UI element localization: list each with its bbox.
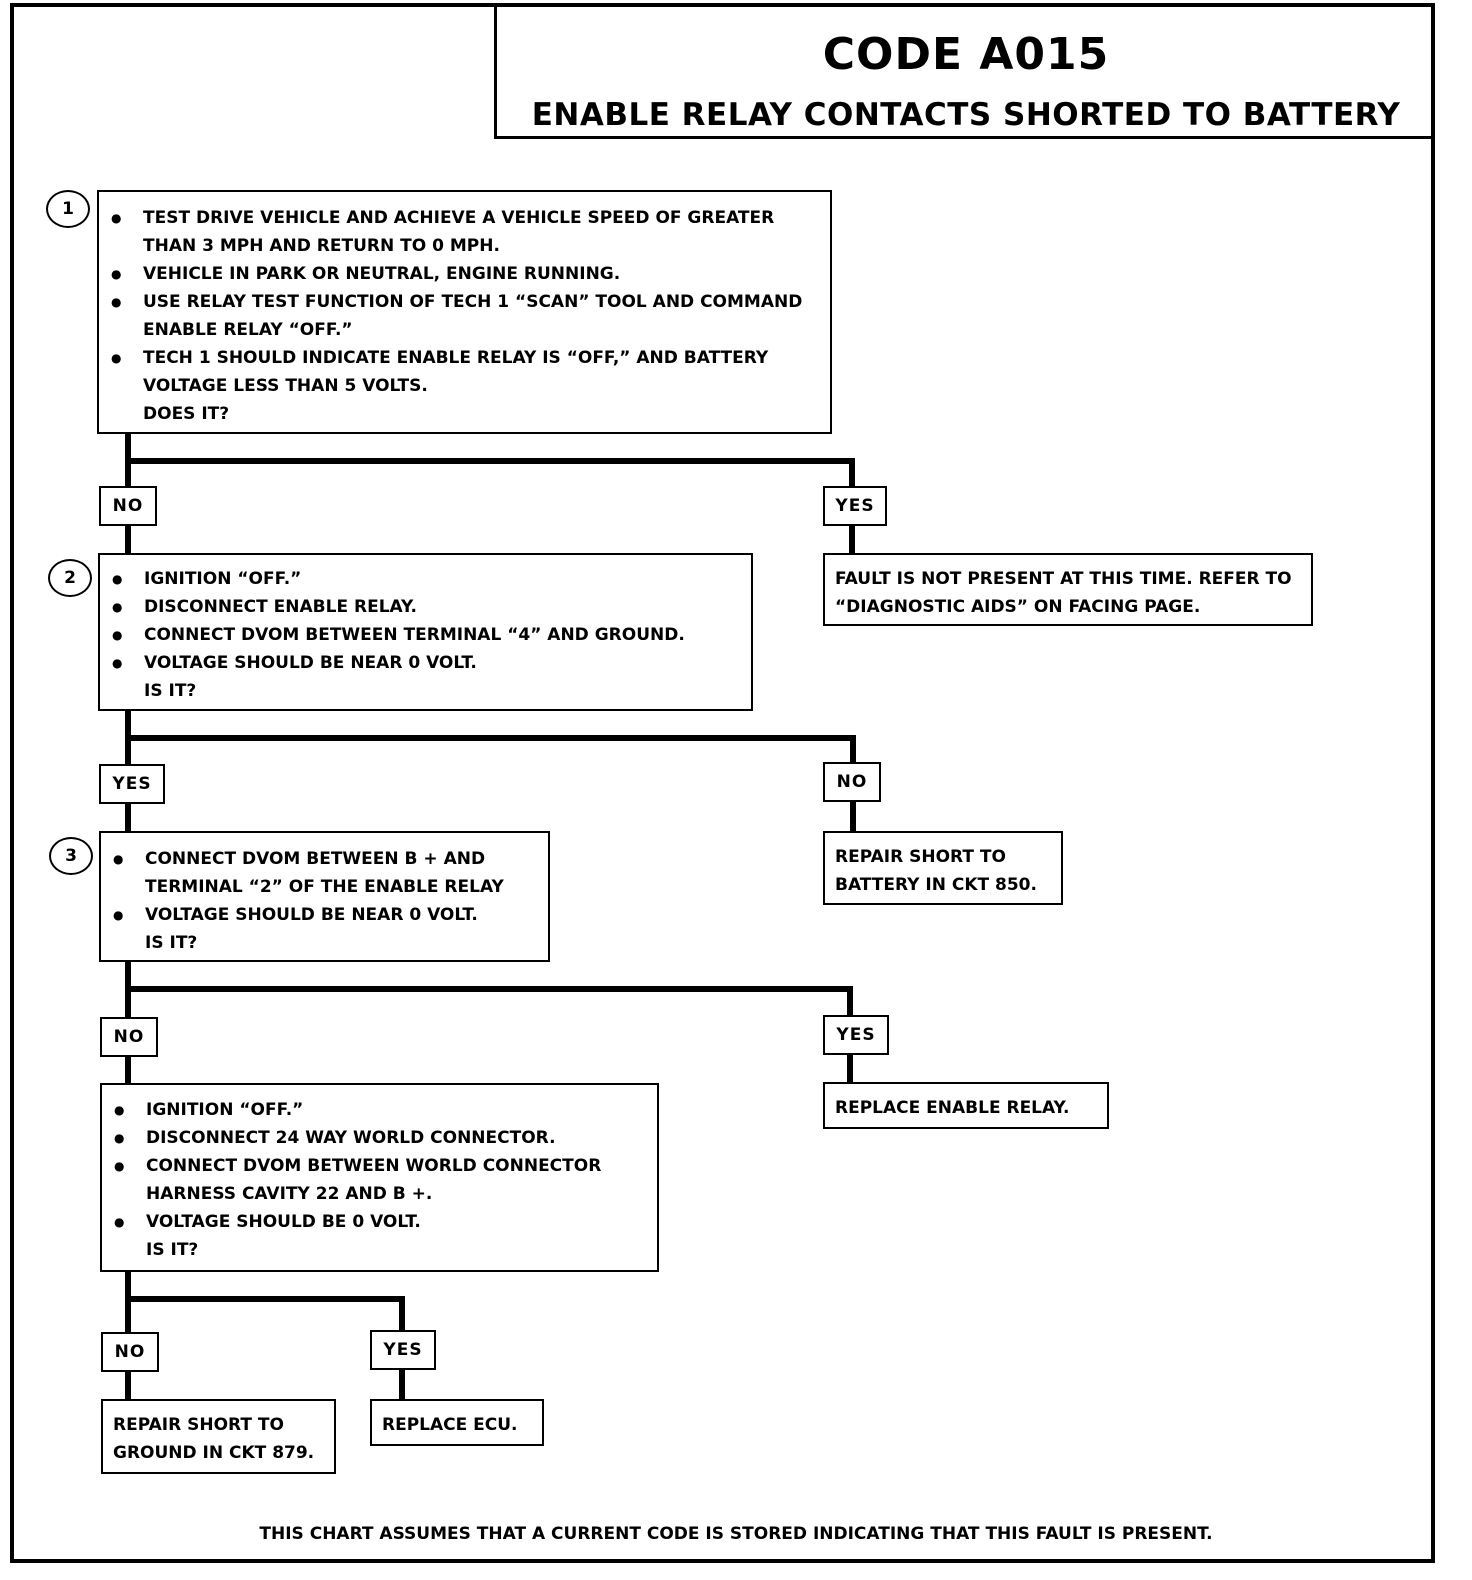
step-1-bullet: VEHICLE IN PARK OR NEUTRAL, ENGINE RUNNI…	[99, 260, 830, 288]
line-step3-yes	[128, 986, 853, 1016]
page-frame	[10, 3, 1435, 1563]
step-3-box: CONNECT DVOM BETWEEN B + AND TERMINAL “2…	[99, 831, 550, 962]
step-4-bullet: IGNITION “OFF.”	[102, 1096, 657, 1124]
step-number-2: 2	[48, 559, 92, 597]
step-2-yes-label: YES	[99, 764, 165, 804]
code-subtitle: ENABLE RELAY CONTACTS SHORTED TO BATTERY	[531, 97, 1401, 133]
step-3-bullet: VOLTAGE SHOULD BE NEAR 0 VOLT.	[101, 901, 548, 929]
step-1-no-label: NO	[99, 486, 157, 526]
step-2-box: IGNITION “OFF.” DISCONNECT ENABLE RELAY.…	[98, 553, 753, 711]
step-3-question: IS IT?	[145, 933, 198, 953]
result-replace-ecu: REPLACE ECU.	[370, 1399, 544, 1446]
result-replace-relay: REPLACE ENABLE RELAY.	[823, 1082, 1109, 1129]
step-2-bullet: DISCONNECT ENABLE RELAY.	[100, 593, 751, 621]
step-1-bullet: USE RELAY TEST FUNCTION OF TECH 1 “SCAN”…	[99, 288, 830, 344]
step-1-bullet: TECH 1 SHOULD INDICATE ENABLE RELAY IS “…	[99, 344, 830, 400]
step-4-yes-label: YES	[370, 1330, 436, 1370]
result-repair-ckt850: REPAIR SHORT TO BATTERY IN CKT 850.	[823, 831, 1063, 905]
line-step4-yes	[128, 1296, 405, 1331]
step-3-no-label: NO	[100, 1017, 158, 1057]
step-1-bullet: TEST DRIVE VEHICLE AND ACHIEVE A VEHICLE…	[99, 204, 830, 260]
step-3-bullet: CONNECT DVOM BETWEEN B + AND TERMINAL “2…	[101, 845, 548, 901]
step-2-bullet: IGNITION “OFF.”	[100, 565, 751, 593]
step-2-question: IS IT?	[144, 681, 197, 701]
result-repair-ckt879: REPAIR SHORT TO GROUND IN CKT 879.	[101, 1399, 336, 1474]
step-2-bullet: CONNECT DVOM BETWEEN TERMINAL “4” AND GR…	[100, 621, 751, 649]
step-3-yes-label: YES	[823, 1015, 889, 1055]
chart-footnote: THIS CHART ASSUMES THAT A CURRENT CODE I…	[259, 1524, 1213, 1544]
step-2-no-label: NO	[823, 762, 881, 802]
result-fault-not-present: FAULT IS NOT PRESENT AT THIS TIME. REFER…	[823, 553, 1313, 626]
step-1-box: TEST DRIVE VEHICLE AND ACHIEVE A VEHICLE…	[97, 190, 832, 434]
line-step2-no	[128, 735, 856, 764]
step-4-bullet: CONNECT DVOM BETWEEN WORLD CONNECTOR HAR…	[102, 1152, 657, 1208]
step-4-question: IS IT?	[146, 1240, 199, 1260]
step-4-bullet: VOLTAGE SHOULD BE 0 VOLT.	[102, 1208, 657, 1236]
title-block: CODE A015 ENABLE RELAY CONTACTS SHORTED …	[494, 3, 1435, 139]
step-4-box: IGNITION “OFF.” DISCONNECT 24 WAY WORLD …	[100, 1083, 659, 1272]
step-number-1: 1	[46, 190, 90, 228]
line-step1-yes	[128, 458, 855, 486]
step-number-3: 3	[49, 837, 93, 875]
step-4-no-label: NO	[101, 1332, 159, 1372]
step-2-bullet: VOLTAGE SHOULD BE NEAR 0 VOLT.	[100, 649, 751, 677]
step-4-bullet: DISCONNECT 24 WAY WORLD CONNECTOR.	[102, 1124, 657, 1152]
step-1-yes-label: YES	[823, 486, 887, 526]
code-title: CODE A015	[822, 29, 1110, 80]
step-1-question: DOES IT?	[143, 404, 230, 424]
